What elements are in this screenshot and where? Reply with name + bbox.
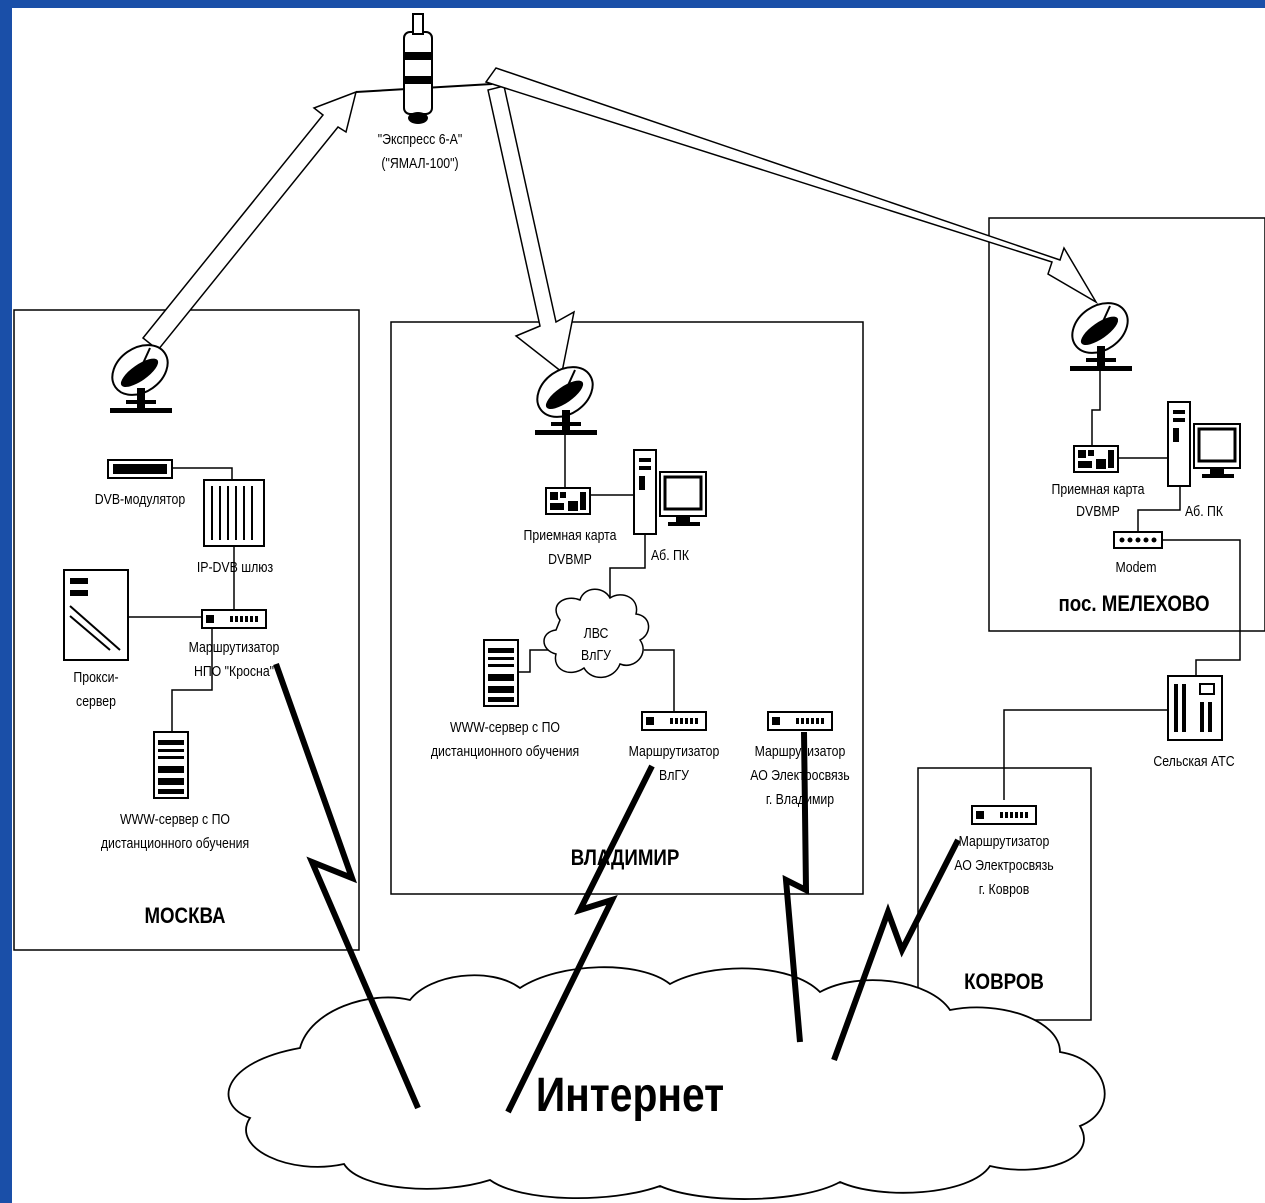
vladimir-www-label-1: WWW-сервер с ПО xyxy=(449,719,561,736)
link-kovrov-internet xyxy=(831,838,961,1062)
melekhovo-dish-icon xyxy=(1061,291,1139,372)
melekhovo-name: пос. МЕЛЕХОВО xyxy=(1058,591,1210,616)
link-ao-vladimir-internet xyxy=(782,731,810,1043)
melekhovo-pc-label: Аб. ПК xyxy=(1184,503,1224,520)
melekhovo-pc-icon xyxy=(1166,400,1242,488)
moscow-www-server-icon xyxy=(153,731,189,799)
melekhovo-box xyxy=(988,217,1265,632)
melekhovo-card-label-2: DVBMP xyxy=(1076,503,1120,520)
vladimir-box xyxy=(390,321,864,895)
rural-ats-icon xyxy=(1167,675,1223,741)
ats-label: Сельская АТС xyxy=(1153,753,1235,770)
kovrov-router-icon xyxy=(971,805,1037,825)
modem-icon xyxy=(1113,531,1163,549)
vladimir-router-vlgu-label-1: Маршрутизатор xyxy=(628,743,720,760)
vladimir-router-ao-label-1: Маршрутизатор xyxy=(754,743,846,760)
uplink-arrow xyxy=(141,90,358,352)
vladimir-router-vlgu-icon xyxy=(641,711,707,731)
link-moscow-internet xyxy=(273,662,421,1110)
downlink-arrow-melekhovo xyxy=(484,67,1099,305)
internet-cloud-icon xyxy=(227,966,1106,1200)
moscow-router-label-1: Маршрутизатор xyxy=(188,639,280,656)
ip-dvb-gateway-icon xyxy=(203,479,265,547)
moscow-www-label-1: WWW-сервер с ПО xyxy=(119,811,231,828)
moscow-wires xyxy=(172,467,233,480)
moscow-router-label-2: НПО "Кросна" xyxy=(193,663,275,680)
vladimir-router-ao-icon xyxy=(767,711,833,731)
kovrov-router-label-1: Маршрутизатор xyxy=(958,833,1050,850)
proxy-server-icon xyxy=(63,569,129,661)
satellite-icon xyxy=(355,13,493,124)
internet-label: Интернет xyxy=(535,1069,725,1122)
moscow-dish-icon xyxy=(101,333,179,414)
downlink-arrow-vladimir xyxy=(487,85,576,374)
lan-label-1: ЛВС xyxy=(583,625,609,642)
dvb-modulator-icon xyxy=(107,459,173,479)
vladimir-www-server-icon xyxy=(483,639,519,707)
vladimir-router-ao-label-3: г. Владимир xyxy=(765,791,835,808)
vladimir-card-icon xyxy=(545,487,591,515)
vladimir-name: ВЛАДИМИР xyxy=(570,845,680,870)
lan-label-2: ВлГУ xyxy=(581,647,611,664)
satellite-label-2: ("ЯМАЛ-100") xyxy=(381,155,459,172)
melekhovo-card-icon xyxy=(1073,445,1119,473)
dvb-modulator-label: DVB-модулятор xyxy=(94,491,186,508)
ip-dvb-gateway-label: IP-DVB шлюз xyxy=(196,559,274,576)
link-vladimir-internet xyxy=(505,764,655,1114)
moscow-www-label-2: дистанционного обучения xyxy=(100,835,250,852)
proxy-label-2: сервер xyxy=(76,693,116,710)
vladimir-card-label-1: Приемная карта xyxy=(523,527,617,544)
lan-cloud-icon xyxy=(543,588,650,678)
moscow-router-icon xyxy=(201,609,267,629)
satellite-label-1: "Экспресс 6-А" xyxy=(377,131,463,148)
vladimir-pc-label: Аб. ПК xyxy=(650,547,690,564)
kovrov-router-label-3: г. Ковров xyxy=(978,881,1030,898)
moscow-name: МОСКВА xyxy=(144,903,226,928)
vladimir-router-ao-label-2: АО Электросвязь xyxy=(750,767,850,784)
vladimir-www-label-2: дистанционного обучения xyxy=(430,743,580,760)
kovrov-name: КОВРОВ xyxy=(964,969,1044,994)
melekhovo-card-label-1: Приемная карта xyxy=(1051,481,1145,498)
vladimir-router-vlgu-label-2: ВлГУ xyxy=(659,767,689,784)
proxy-label-1: Прокси- xyxy=(73,669,119,686)
modem-label: Modem xyxy=(1115,559,1157,576)
vladimir-pc-icon xyxy=(632,448,708,536)
kovrov-router-label-2: АО Электросвязь xyxy=(954,857,1054,874)
vladimir-card-label-2: DVBMP xyxy=(548,551,592,568)
vladimir-dish-icon xyxy=(526,355,604,436)
